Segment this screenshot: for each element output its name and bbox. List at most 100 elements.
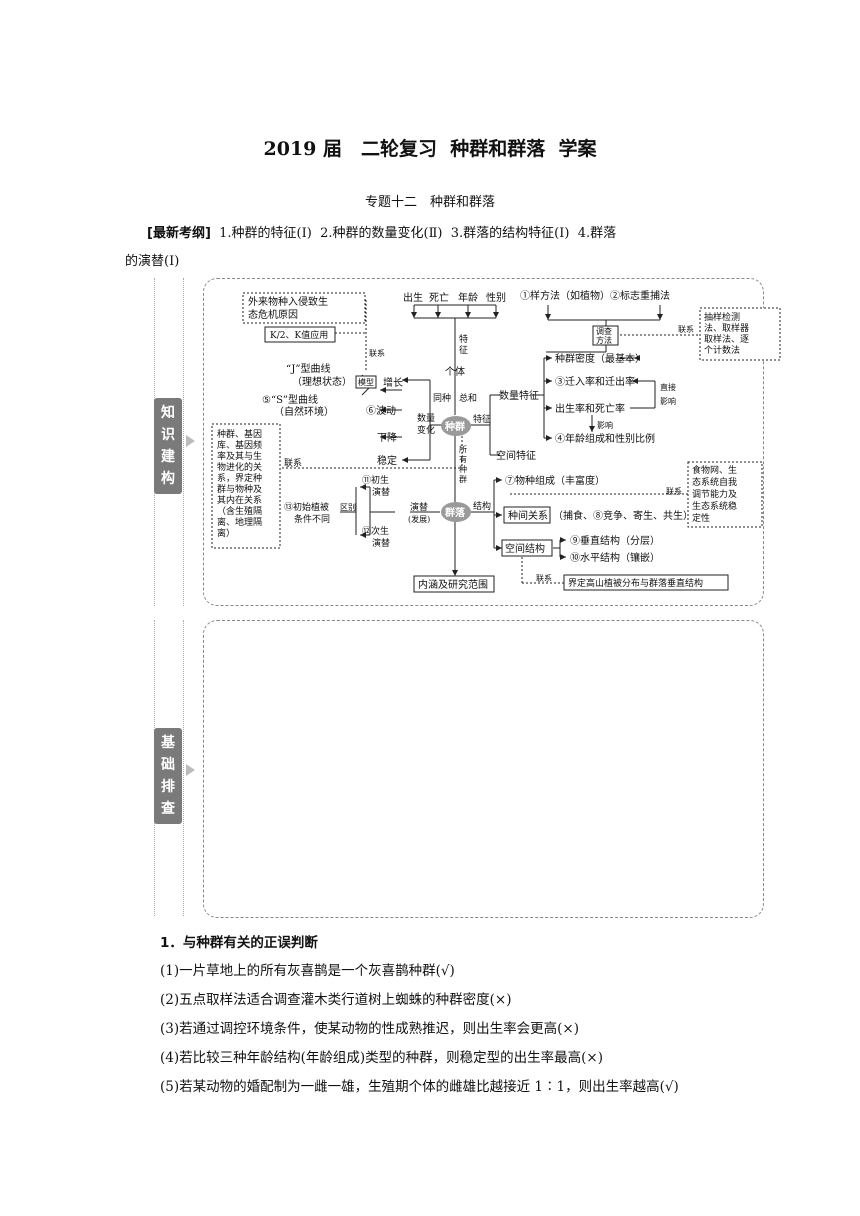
- tab-arrow-icon: [186, 435, 195, 447]
- density-label: 种群密度（最基本）: [555, 352, 645, 365]
- concept-map-panel: [203, 278, 764, 606]
- secondary-succession: ⑫次生: [362, 525, 389, 537]
- influence-label: 影响: [597, 420, 613, 430]
- link-label: 联系: [536, 573, 552, 583]
- initial-vegetation: ⑬初始植被: [284, 501, 329, 513]
- interspecific-detail: （捕食、⑧竞争、寄生、共生）: [553, 509, 693, 522]
- fluctuation-label: ⑥波动: [366, 404, 396, 417]
- spatial-feature-label: 空间特征: [496, 449, 536, 462]
- foodweb-note: 生态系统稳: [692, 500, 737, 512]
- growth-label: 增长: [383, 376, 403, 389]
- all-species-2: 有: [459, 454, 467, 464]
- s-curve-condition: （自然环境）: [274, 405, 334, 418]
- tab-char: 知: [161, 405, 175, 421]
- feature-death: 死亡: [429, 291, 449, 304]
- question-item: (5)若某动物的婚配制为一雌一雄，生殖期个体的雌雄比越接近 1∶1，则出生率越高…: [160, 1079, 679, 1095]
- foodweb-note: 食物网、生: [692, 464, 737, 476]
- question-item: (3)若通过调控环境条件，使某动物的性成熟推迟，则出生率会更高(×): [160, 1021, 579, 1037]
- mountain-note: 界定高山植被分布与群落垂直结构: [568, 577, 703, 589]
- kaogang-label: [最新考纲]: [147, 226, 211, 241]
- gene-pool-note: （含生殖隔: [217, 505, 262, 517]
- decline-label: 下降: [377, 431, 397, 444]
- direct-influence-2: 影响: [660, 396, 676, 406]
- tab-char: 础: [161, 757, 175, 773]
- feature-link-label: 特征: [473, 413, 491, 425]
- tab-knowledge: 知 识 建 构: [154, 398, 182, 494]
- question-item: (2)五点取样法适合调查灌木类行道树上蜘蛛的种群密度(×): [160, 992, 512, 1008]
- gene-pool-note: 离）: [217, 527, 235, 539]
- stable-label: 稳定: [377, 454, 397, 467]
- survey-label-2: 方法: [596, 335, 612, 345]
- initial-vegetation-2: 条件不同: [294, 513, 330, 525]
- primary-succession-2: 演替: [372, 486, 390, 498]
- feature-age: 年龄: [458, 291, 478, 304]
- j-curve-condition: （理想状态）: [292, 375, 352, 388]
- document-title: 2019 届 二轮复习 种群和群落 学案: [263, 138, 597, 160]
- all-species-4: 群: [459, 474, 467, 484]
- link-label: 联系: [284, 458, 302, 469]
- spatial-structure-label: 空间结构: [505, 542, 545, 555]
- scope-label: 内涵及研究范围: [418, 578, 488, 591]
- s-curve-label: ⑤“S”型曲线: [262, 393, 318, 406]
- sampling-note-3: 取样法、逐: [704, 333, 749, 345]
- same-species-label: 同种: [433, 392, 451, 404]
- kaogang-text: 1.种群的特征(Ⅰ) 2.种群的数量变化(Ⅱ) 3.群落的结构特征(Ⅰ) 4.群…: [219, 226, 617, 241]
- vertical-structure-label: ⑨垂直结构（分层）: [570, 534, 660, 547]
- horizontal-structure-label: ⑩水平结构（镶嵌）: [570, 551, 660, 564]
- birth-death-label: 出生率和死亡率: [555, 402, 625, 415]
- foodweb-note: 调节能力及: [692, 488, 737, 500]
- tab-char: 识: [161, 427, 175, 443]
- foodweb-note: 定性: [692, 512, 710, 524]
- tab-basics: 基 础 排 查: [154, 728, 182, 824]
- invasive-note-2: 态危机原因: [248, 308, 298, 321]
- community-label: 群落: [445, 506, 466, 519]
- chapter-subtitle: 专题十二 种群和群落: [364, 195, 495, 210]
- succession-label: 演替: [410, 501, 428, 513]
- tab-char: 基: [161, 735, 175, 751]
- k-value-label: K/2、K值应用: [270, 329, 328, 341]
- feature-sex: 性别: [486, 291, 506, 304]
- survey-methods: ①样方法（如植物）②标志重捕法: [520, 289, 670, 302]
- gene-pool-note: 其内在关系: [217, 494, 262, 506]
- all-species-1: 所: [459, 444, 467, 454]
- gene-pool-note: 率及其与生: [217, 450, 262, 462]
- question-item: (1)一片草地上的所有灰喜鹊是一个灰喜鹊种群(√): [160, 963, 455, 979]
- population-label: 种群: [444, 420, 465, 433]
- quantity-feature-label: 数量特征: [499, 389, 539, 402]
- tab-char: 构: [161, 471, 175, 487]
- direct-influence-1: 直接: [660, 382, 676, 392]
- quantity-change-1: 数量: [417, 412, 435, 424]
- invasive-note-1: 外来物种入侵致生: [248, 295, 328, 308]
- tab-arrow-icon: [186, 764, 195, 776]
- link-label: 联系: [678, 324, 694, 334]
- feature-birth: 出生: [403, 291, 423, 304]
- foodweb-note: 态系统自我: [692, 476, 737, 488]
- question-heading: 1．与种群有关的正误判断: [160, 935, 318, 951]
- primary-succession: ⑪初生: [362, 474, 389, 486]
- all-species-3: 种: [459, 464, 467, 474]
- concept-map: 出生 死亡 年龄 性别 特 征 个体 同种 总和 种群 特征 数量特征 空间特征…: [211, 289, 781, 593]
- quantity-change-2: 变化: [417, 424, 435, 436]
- question-item: (4)若比较三种年龄结构(年龄组成)类型的种群，则稳定型的出生率最高(×): [160, 1050, 604, 1066]
- tab-char: 建: [161, 449, 175, 465]
- kaogang-line-1: [最新考纲] 1.种群的特征(Ⅰ) 2.种群的数量变化(Ⅱ) 3.群落的结构特征…: [147, 222, 616, 241]
- tab-char: 排: [161, 779, 175, 795]
- tab-char: 查: [161, 801, 175, 817]
- population-node: [441, 416, 471, 436]
- gene-pool-note: 库、基因频: [217, 439, 262, 451]
- species-composition-label: ⑦物种组成（丰富度）: [505, 474, 605, 487]
- gene-pool-note: 离、地理隔: [217, 516, 262, 528]
- age-sex-label: ④年龄组成和性别比例: [555, 432, 655, 445]
- succession-development: (发展): [408, 514, 430, 524]
- gene-pool-note: 种群、基因: [217, 428, 262, 440]
- survey-label-1: 调查: [596, 326, 612, 336]
- link-label: 联系: [369, 348, 385, 358]
- kaogang-line-2: 的演替(Ⅰ): [125, 254, 180, 269]
- gene-pool-note: 系，界定种: [217, 472, 262, 484]
- gene-pool-note: 物进化的关: [217, 461, 262, 473]
- feature-label-2: 征: [459, 345, 468, 356]
- migration-label: ③迁入率和迁出率: [555, 375, 635, 388]
- interspecific-label: 种间关系: [508, 509, 548, 522]
- model-label: 模型: [358, 377, 374, 387]
- link-label: 联系: [666, 486, 682, 496]
